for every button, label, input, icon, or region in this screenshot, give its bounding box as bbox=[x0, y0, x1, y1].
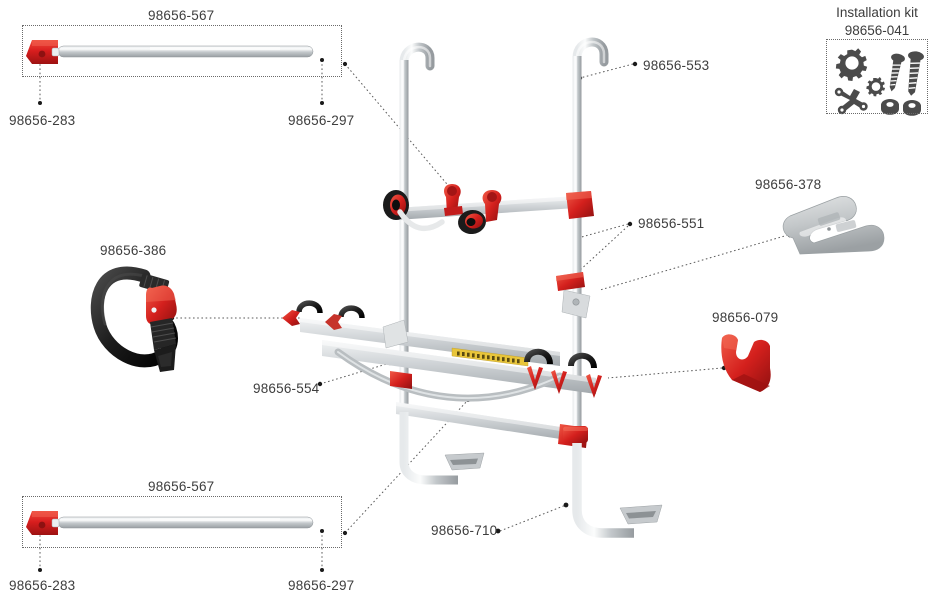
installation-kit-title: Installation kit 98656-041 bbox=[806, 4, 944, 39]
label-bottom-rail-assembly: 98656-567 bbox=[148, 479, 215, 494]
label-top-right-endcap: 98656-297 bbox=[288, 113, 355, 128]
gear-small-icon bbox=[866, 77, 886, 97]
group-box-bottom-rail bbox=[22, 496, 342, 548]
label-ratchet-strap: 98656-386 bbox=[100, 243, 167, 258]
red-clamp-block-part bbox=[721, 334, 771, 392]
ratchet-strap-part bbox=[90, 266, 178, 372]
grey-double-hook-part bbox=[782, 196, 885, 255]
label-top-rail-assembly: 98656-567 bbox=[148, 8, 215, 23]
label-bottom-left-endcap: 98656-283 bbox=[9, 578, 76, 593]
top-rail-assembly-art bbox=[26, 40, 314, 64]
installation-kit-label: Installation kit bbox=[836, 5, 918, 20]
bottom-rail-assembly-art bbox=[26, 511, 314, 535]
label-bottom-right-endcap: 98656-297 bbox=[288, 578, 355, 593]
gear-large-icon bbox=[835, 48, 868, 81]
label-red-clamp-block: 98656-079 bbox=[712, 310, 779, 325]
carrier-frame-art bbox=[282, 37, 663, 538]
bolt-icon bbox=[908, 51, 924, 96]
label-wheel-tray: 98656-554 bbox=[253, 381, 320, 396]
installation-kit-part-number: 98656-041 bbox=[844, 22, 910, 38]
group-box-top-rail bbox=[22, 25, 342, 77]
screw-icon bbox=[889, 53, 905, 92]
label-right-upright-rail: 98656-553 bbox=[643, 58, 710, 73]
wheel-tray-assembly bbox=[282, 289, 602, 402]
label-top-left-endcap: 98656-283 bbox=[9, 113, 76, 128]
label-grey-double-hook: 98656-378 bbox=[755, 177, 822, 192]
red-collar-clamp bbox=[563, 426, 588, 443]
link-bracket-icon bbox=[834, 87, 868, 115]
upper-crossbar bbox=[383, 184, 594, 235]
nut-icon bbox=[881, 99, 899, 115]
red-lever-clamp bbox=[556, 272, 585, 291]
label-support-feet: 98656-710 bbox=[431, 523, 498, 538]
label-upright-support: 98656-551 bbox=[638, 216, 705, 231]
group-box-installation-kit bbox=[826, 39, 928, 114]
leader-lines bbox=[39, 60, 789, 570]
